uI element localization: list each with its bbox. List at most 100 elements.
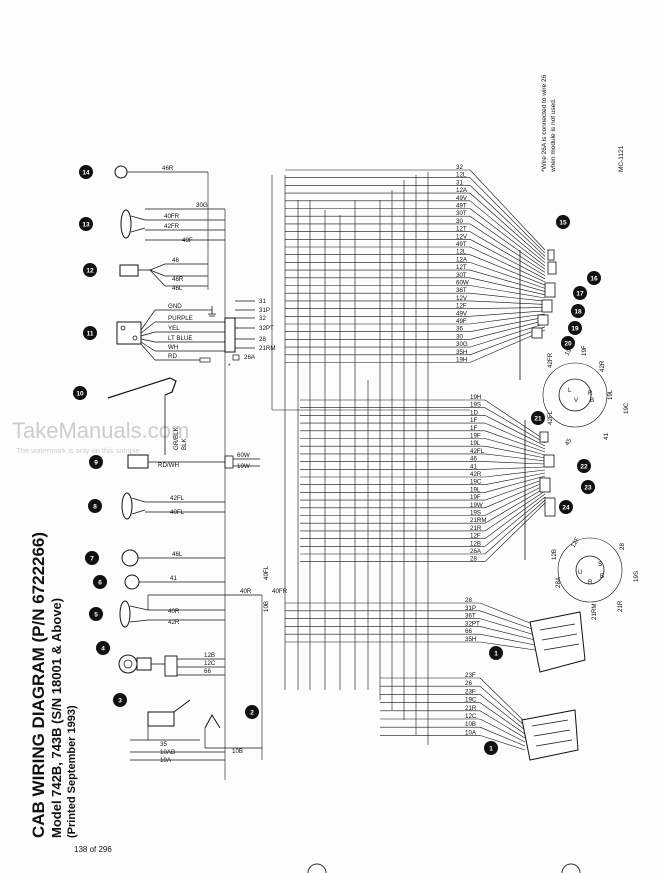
bus-label: 1D xyxy=(470,409,478,416)
callout-ball xyxy=(73,386,87,400)
bus-wire-fan xyxy=(469,320,546,340)
bus-label: 60W xyxy=(456,280,469,287)
bus-label: 19H xyxy=(456,357,467,364)
callout-number: 2 xyxy=(250,709,254,716)
sw-top-42r: 42R xyxy=(599,360,606,372)
bus-label: 12A xyxy=(456,187,468,194)
bus-label: 12C xyxy=(465,713,477,720)
bus-label: 42R xyxy=(470,471,482,478)
bus-wire-fan xyxy=(479,702,526,735)
bus-wire-fan xyxy=(469,269,546,292)
binder-hole-right xyxy=(561,863,581,873)
callout-ball xyxy=(79,217,93,231)
callout-number: 5 xyxy=(94,611,98,618)
callout-ball xyxy=(96,641,110,655)
watermark-main: TakeManuals.com xyxy=(12,418,189,443)
bus-label: 12T xyxy=(456,264,467,271)
bus-wire-fan xyxy=(484,399,546,441)
callout-ball xyxy=(79,165,93,179)
sw-bot-12f: 12F xyxy=(570,536,582,549)
mid-bus-group: 19H19S1D1F1F19F19L42FL464142R19C19L19F19… xyxy=(300,394,546,563)
bus-wire-fan xyxy=(484,478,546,501)
label-31-c11: 31 xyxy=(259,298,266,305)
bus-label: 49T xyxy=(456,241,467,248)
bus-wire-fan xyxy=(484,481,546,509)
callout-ball xyxy=(577,459,591,473)
sw-top-19c: 19C xyxy=(623,402,630,414)
label-gr-blk: GR/BLK xyxy=(173,426,180,450)
bus-label: 36T xyxy=(456,287,467,294)
callout-ball xyxy=(581,480,595,494)
sw-bot-28: 28 xyxy=(619,543,626,550)
callout-ball xyxy=(89,607,103,621)
bus-label: 19S xyxy=(470,402,481,409)
label-35-c3: 35 xyxy=(160,741,167,748)
label-46l-c7: 46L xyxy=(172,551,183,558)
bus-label: 21R xyxy=(465,705,477,712)
title-block: CAB WIRING DIAGRAM (P/N 6722266) Model 7… xyxy=(29,532,78,838)
bus-wire-fan xyxy=(479,710,526,739)
bus-label: 12V xyxy=(456,295,468,302)
sw-bot-b: B xyxy=(600,573,604,580)
label-46r-c12: 46R xyxy=(172,276,184,283)
label-46l-c12: 46L xyxy=(172,285,183,292)
callout-ball xyxy=(568,321,582,335)
label-42fr-c13: 42FR xyxy=(164,223,180,230)
bus-wire-fan xyxy=(484,430,546,453)
bus-label: 31 xyxy=(456,179,463,186)
sw-top-19f: 19F xyxy=(581,345,588,356)
sw-top-19l: 19L xyxy=(607,389,614,400)
bus-label: 12F xyxy=(456,303,467,310)
label-46r-c14: 46R xyxy=(162,165,174,172)
label-49f-c13: 49F xyxy=(182,237,193,244)
label-60w-c9: 60W xyxy=(237,452,250,459)
bus-wire-fan xyxy=(479,626,536,641)
page-number: 138 of 296 xyxy=(74,845,112,854)
bus-wire-fan xyxy=(479,685,526,727)
bus-label: 21R xyxy=(470,525,482,532)
label-wh: WH xyxy=(168,344,178,351)
callout-ball xyxy=(571,304,585,318)
title-line-1: CAB WIRING DIAGRAM (P/N 6722266) xyxy=(29,532,48,838)
bus-wire-fan xyxy=(469,254,546,286)
sw-bot-u: U xyxy=(578,569,582,576)
sw-top-45: 45 xyxy=(564,437,574,447)
bus-wire-fan xyxy=(479,735,526,751)
bus-label: 23F xyxy=(465,672,476,679)
component-7-lamp: 46L xyxy=(121,549,225,567)
bus-wire-fan xyxy=(479,610,536,631)
bus-label: 19L xyxy=(470,486,481,493)
bus-label: 12F xyxy=(470,533,481,540)
callout-number: 7 xyxy=(90,555,94,562)
sw-top-v: V xyxy=(574,397,579,404)
callout-number: 8 xyxy=(93,503,97,510)
label-blk: BLK xyxy=(181,437,188,450)
bus-wire-fan xyxy=(484,475,546,493)
bus-wire-fan xyxy=(469,246,546,283)
label-40fl-c8: 40FL xyxy=(170,509,185,516)
label-40fr-c5: 40FR xyxy=(272,588,288,595)
callout-number: 19 xyxy=(571,325,579,332)
label-10b-c3: 10B xyxy=(232,748,243,755)
bus-wire-fan xyxy=(484,415,546,447)
bus-wire-fan xyxy=(484,445,546,459)
bus-wire-fan xyxy=(469,223,546,273)
label-12b-c4: 12B xyxy=(204,652,215,659)
callout-ball xyxy=(561,336,575,350)
component-9-relay: RD/WH 60W 19W xyxy=(127,452,260,470)
upper-bus-group: 3212L3112A49V49T30T3012T12V49T12L12A12T3… xyxy=(285,164,546,364)
callout-ball xyxy=(88,499,102,513)
callout-number: 9 xyxy=(94,459,98,466)
bus-wire-fan xyxy=(484,469,546,478)
callout-number: 4 xyxy=(101,645,105,652)
component-13-lamp: 30G 40FR 42FR 49F xyxy=(120,202,225,244)
label-40r-c5a: 40R xyxy=(168,608,180,615)
callout-number: 23 xyxy=(584,484,592,491)
connector-rail xyxy=(519,249,557,560)
label-66-c4: 66 xyxy=(204,668,211,675)
callout-number: 1 xyxy=(489,745,493,752)
sw-top-r: R xyxy=(588,390,593,397)
